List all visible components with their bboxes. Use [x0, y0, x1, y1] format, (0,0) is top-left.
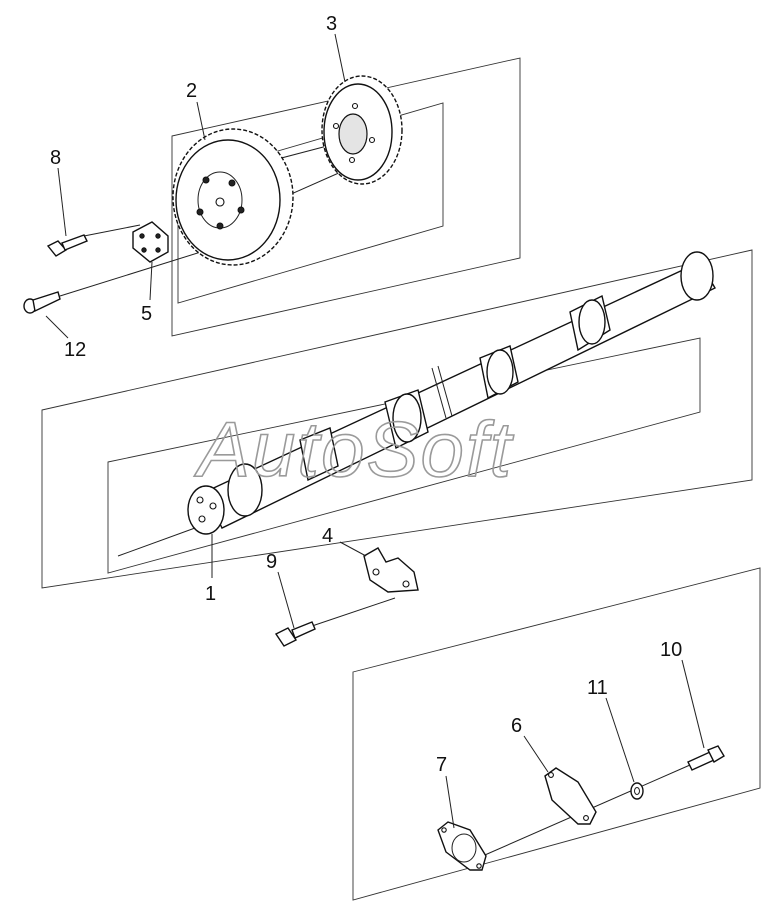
callout-1: 1	[205, 583, 216, 605]
thrust-plate-5	[132, 221, 169, 263]
gasket-7-body	[437, 821, 487, 871]
thrust-plate-5-body	[132, 221, 169, 263]
camshaft-1-journal	[392, 393, 422, 443]
callout-4: 4	[322, 525, 333, 547]
gear-2-center-hole	[215, 197, 225, 207]
axis-line-bolt8	[83, 224, 141, 237]
bolt-10	[687, 745, 725, 771]
axis-line-camshaft	[117, 527, 196, 557]
callout-8: 8	[50, 147, 61, 169]
camshaft-1-break-line	[437, 365, 453, 417]
thrust-plate-5-hole	[141, 247, 147, 253]
camshaft-outer-frame	[41, 249, 753, 589]
camshaft-1-lobe	[299, 427, 339, 482]
gasket-7-hole	[441, 827, 447, 833]
gear-3-bolt-hole	[368, 136, 376, 144]
camshaft-1-hole	[209, 502, 217, 510]
gasket-7-opening	[451, 833, 477, 863]
gear-group-outer-frame	[171, 57, 521, 337]
gear-3-bolt-hole	[348, 156, 356, 164]
leader-lines	[45, 33, 705, 829]
washer-11	[630, 782, 644, 800]
callout-2: 2	[186, 80, 197, 102]
callout-labels: 1 2 3 4 5 6 7 8 9 10 11 12	[50, 13, 682, 776]
cover-6-hole	[548, 772, 554, 778]
bolt-12	[23, 291, 61, 314]
camshaft-1-hole	[196, 496, 204, 504]
leader-line-11	[605, 697, 635, 783]
callout-11: 11	[587, 677, 608, 699]
gear-2	[172, 128, 294, 266]
gear-3-bolt-hole	[332, 122, 340, 130]
bolt-10-head	[707, 745, 725, 763]
gear-2-body	[175, 139, 281, 261]
callout-12: 12	[64, 339, 86, 361]
leader-line-2	[196, 101, 206, 141]
gear-2-hole	[202, 176, 210, 184]
leader-line-10	[681, 659, 705, 749]
plate-4-body	[363, 547, 419, 593]
thrust-plate-5-hole	[139, 233, 145, 239]
washer-11-inner	[634, 787, 640, 795]
bolt-8-shank	[61, 234, 88, 251]
watermark-text: AutoSoft	[194, 405, 515, 493]
gasket-7-hole	[476, 863, 482, 869]
callout-5: 5	[141, 303, 152, 325]
gear-3-bolt-hole	[351, 102, 359, 110]
camshaft-1-hole	[198, 515, 206, 523]
callout-9: 9	[266, 551, 277, 573]
leader-line-6	[523, 735, 549, 773]
bolt-9	[274, 621, 316, 647]
leader-line-7	[445, 775, 455, 829]
leader-line-3	[334, 33, 346, 83]
camshaft-1-journal	[578, 299, 606, 345]
callout-7: 7	[436, 754, 447, 776]
camshaft-1-journal	[227, 463, 263, 517]
camshaft-1-journal	[680, 251, 714, 301]
leader-line-4	[339, 541, 367, 557]
cover-6-hole	[583, 815, 589, 821]
callout-6: 6	[511, 715, 522, 737]
axis-line-bolt9	[311, 597, 396, 627]
cover-6	[544, 767, 597, 825]
cover-6-body	[544, 767, 597, 825]
callout-10: 10	[660, 639, 682, 661]
plate-4-hole	[402, 580, 410, 588]
callout-3: 3	[326, 13, 337, 35]
thrust-plate-5-hole	[155, 233, 161, 239]
axis-line-bolt12	[59, 245, 221, 297]
bolt-12-shank	[32, 291, 61, 313]
gear-3	[321, 75, 403, 185]
gasket-7	[437, 821, 487, 871]
leader-line-12	[45, 315, 69, 339]
bolt-9-shank	[291, 621, 316, 639]
bolt-8	[46, 234, 88, 257]
camshaft-1	[187, 251, 716, 535]
plate-4-hole	[372, 568, 380, 576]
camshaft-1-journal	[486, 349, 514, 395]
gear-2-hole	[228, 179, 236, 187]
thrust-plate-5-hole	[155, 247, 161, 253]
bolt-9-head	[274, 627, 298, 647]
camshaft-1-break-line	[431, 367, 447, 419]
gear-3-hub	[338, 113, 368, 155]
washer-11-outer	[630, 782, 644, 800]
gear-2-hole	[196, 208, 204, 216]
cover-group-frame	[352, 567, 761, 901]
camshaft-1-front-end	[187, 485, 225, 535]
leader-line-9	[277, 571, 295, 629]
leader-line-8	[57, 167, 67, 237]
gear-2-hole	[237, 206, 245, 214]
gear-2-hole	[216, 222, 224, 230]
leader-line-5	[149, 261, 153, 301]
plate-4	[363, 547, 419, 593]
